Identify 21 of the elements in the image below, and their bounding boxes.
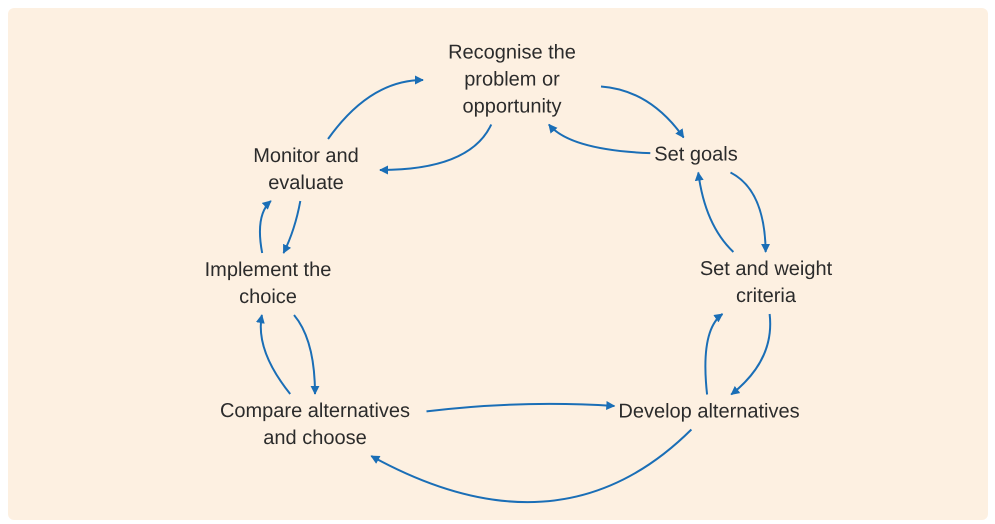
curved-arrow [704, 313, 724, 395]
step-label: Set goals [654, 142, 738, 168]
curved-arrow [370, 428, 692, 503]
curved-arrow [426, 401, 616, 412]
curved-arrow [695, 172, 734, 253]
step-label: Set and weight criteria [686, 256, 846, 310]
curved-arrow [258, 200, 272, 254]
curved-arrow [282, 200, 302, 254]
step-label: Develop alternatives [618, 398, 800, 426]
curved-arrow [730, 314, 772, 396]
curved-arrow [379, 124, 492, 174]
curved-arrow [730, 172, 770, 253]
curved-arrow [327, 76, 424, 140]
step-label: Recognise the problem or opportunity [427, 40, 597, 120]
curved-arrow [600, 85, 684, 138]
step-label: Compare alternatives and choose [208, 398, 422, 452]
step-label: Monitor and evaluate [236, 143, 376, 197]
curved-arrow [548, 124, 650, 154]
step-label: Implement the choice [200, 257, 336, 311]
curved-arrow [293, 314, 320, 395]
curved-arrow [256, 314, 291, 395]
